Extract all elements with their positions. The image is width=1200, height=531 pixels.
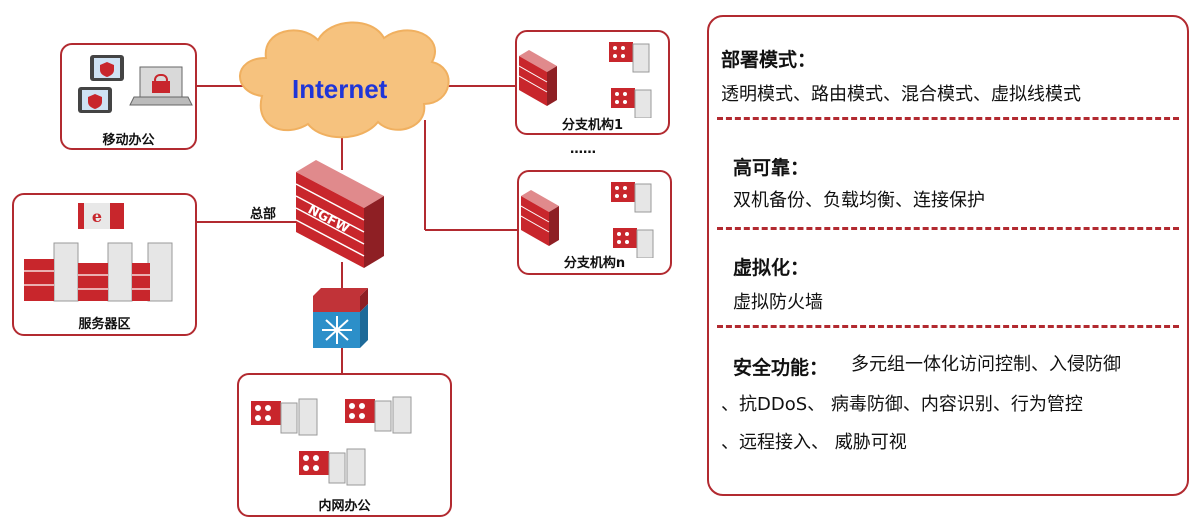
tablet-laptop-icon	[78, 55, 193, 113]
hq-label: 总部	[250, 207, 277, 222]
mobile-office-group: 移动办公	[60, 43, 197, 150]
server-rack-icon: e	[24, 203, 173, 302]
intranet-pcs-icon	[251, 396, 412, 486]
divider	[717, 325, 1179, 328]
security-functions-line-2: 、抗DDoS、 病毒防御、内容识别、行为管控	[721, 394, 1083, 415]
branch-1-label: 分支机构1	[561, 118, 624, 133]
branch-n-group: 分支机构n	[517, 170, 672, 275]
internet-label: Internet	[292, 74, 388, 104]
high-availability-text: 双机备份、负载均衡、连接保护	[733, 190, 985, 211]
high-availability-title: 高可靠：	[733, 157, 810, 179]
divider	[717, 227, 1179, 230]
feature-panel: 部署模式： 透明模式、路由模式、混合模式、虚拟线模式 高可靠： 双机备份、负载均…	[707, 15, 1189, 496]
virtualization-text: 虚拟防火墙	[733, 292, 823, 313]
deploy-mode-title: 部署模式：	[721, 49, 817, 71]
branch-ellipsis: ……	[570, 142, 596, 157]
intranet-office-group: 内网办公	[237, 373, 452, 517]
branch-1-group: 分支机构1	[515, 30, 670, 135]
security-functions-line-1: 多元组一体化访问控制、入侵防御	[851, 354, 1121, 375]
branch-n-label: 分支机构n	[563, 256, 626, 271]
deploy-mode-text: 透明模式、路由模式、混合模式、虚拟线模式	[721, 84, 1081, 105]
branch-1-devices-icon	[519, 42, 652, 118]
intranet-office-label: 内网办公	[318, 499, 371, 514]
core-switch-icon	[313, 288, 368, 348]
security-functions-line-3: 、远程接入、 威胁可视	[721, 432, 907, 453]
internet-cloud-shape	[239, 21, 450, 139]
svg-text:e: e	[92, 207, 102, 226]
security-functions-title: 安全功能：	[733, 357, 829, 379]
virtualization-title: 虚拟化：	[733, 257, 810, 279]
server-zone-group: e 服务器区	[12, 193, 197, 336]
hq-firewall-icon	[295, 160, 384, 268]
divider	[717, 117, 1179, 120]
branch-n-devices-icon	[521, 182, 654, 258]
server-zone-label: 服务器区	[78, 317, 131, 332]
mobile-office-label: 移动办公	[102, 133, 155, 148]
